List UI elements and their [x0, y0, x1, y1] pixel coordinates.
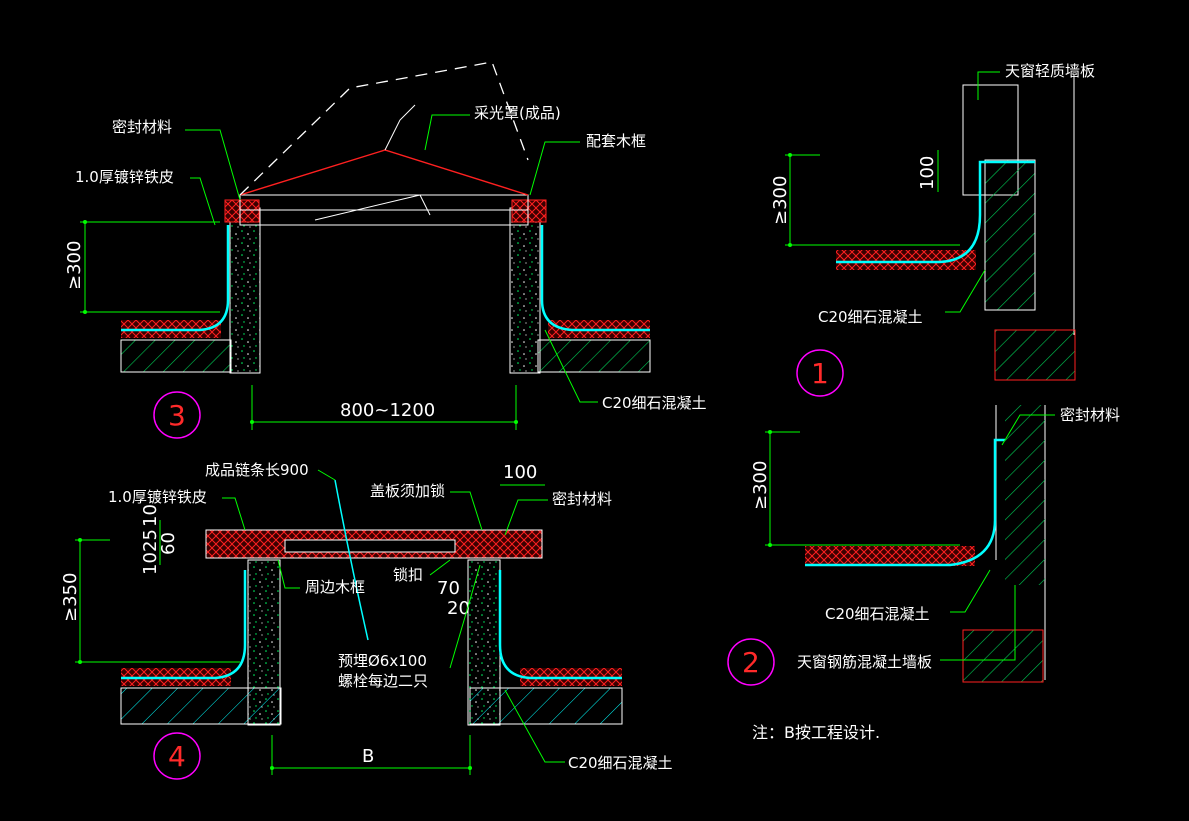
d4-dim-25: 25 [140, 529, 161, 552]
d4-label-dim20: 20 [447, 598, 470, 619]
d3-frame-left [224, 199, 260, 223]
d2-detail-number: 2 [742, 646, 760, 679]
d3-membrane-right [540, 225, 650, 332]
d3-label-frame: 配套木框 [586, 132, 646, 150]
d4-label-bolt-1: 预埋Ø6x100 [338, 652, 427, 670]
detail-1: ≥300 100 天窗轻质墙板 C20细石混凝土 1 [770, 62, 1095, 397]
d3-dashed-lid [239, 61, 529, 196]
d1-dim100-text: 100 [917, 156, 938, 190]
d4-upstand-right [467, 559, 501, 726]
d3-leader-flashing [190, 177, 216, 226]
d3-frame-right [511, 199, 547, 223]
d2-label-concrete: C20细石混凝土 [825, 605, 930, 623]
d4-detail-number: 4 [168, 740, 186, 773]
d2-detail-circle [727, 638, 775, 686]
d4-dim-10b: 10 [140, 552, 161, 575]
d4-leader-concrete [504, 689, 565, 763]
d4-label-flashing: 1.0厚镀锌铁皮 [108, 488, 207, 506]
d4-membrane-left [121, 570, 247, 680]
d3-leader-sealant [185, 129, 241, 201]
d4-label-dim100: 100 [503, 462, 537, 483]
d3-detail-circle [153, 391, 201, 439]
detail-2: ≥300 密封材料 C20细石混凝土 天窗钢筋混凝土墙板 2 [727, 405, 1120, 686]
d3-dome-red [239, 149, 529, 196]
d1-height-text: ≥300 [770, 176, 791, 225]
d2-membrane [805, 438, 1005, 567]
d4-detail-circle [153, 732, 201, 780]
d3-label-flashing: 1.0厚镀锌铁皮 [75, 168, 174, 186]
d3-opener-handle [384, 104, 416, 151]
d3-height-text: ≥300 [64, 241, 85, 290]
d4-label-lidlock: 盖板须加锁 [370, 482, 445, 500]
d1-base [994, 329, 1076, 381]
d3-label-concrete: C20细石混凝土 [602, 394, 707, 412]
d4-label-sealant: 密封材料 [552, 490, 612, 508]
d2-label-sealant: 密封材料 [1060, 406, 1120, 424]
d3-leader-concrete [544, 329, 598, 403]
d4-label-chain: 成品链条长900 [205, 461, 309, 479]
d4-height-text: ≥350 [60, 573, 81, 622]
d4-leader-flashing [222, 497, 246, 531]
d2-leader-wall [940, 585, 1016, 661]
d2-wall-body [1005, 405, 1045, 585]
d4-dim-10a: 10 [140, 504, 161, 527]
d4-leader-bolt [449, 564, 481, 669]
d4-label-bolt-2: 螺栓每边二只 [338, 672, 428, 690]
d2-leader-concrete [950, 569, 991, 613]
d3-label-sealant: 密封材料 [112, 118, 172, 136]
d4-dim-60: 60 [158, 532, 179, 555]
d3-label-dome: 采光罩(成品) [474, 104, 561, 122]
d4-upstand-left [247, 559, 281, 726]
d1-label-wall: 天窗轻质墙板 [1005, 62, 1095, 80]
d3-leader-dome [424, 114, 470, 151]
d3-membrane-left [121, 225, 230, 332]
d3-upstand-right [509, 207, 541, 374]
d2-label-wall: 天窗钢筋混凝土墙板 [797, 653, 932, 671]
d4-leader-sealant [504, 499, 548, 536]
d1-leader-concrete [945, 269, 986, 313]
d2-base [962, 629, 1044, 683]
d4-label-perimeter: 周边木框 [305, 578, 365, 596]
d4-span-text: B [362, 746, 374, 767]
d1-detail-number: 1 [811, 357, 829, 390]
d4-label-dim70: 70 [437, 578, 460, 599]
d4-leader-perimeter [277, 559, 300, 589]
d3-upstand-left [229, 207, 261, 374]
d4-leader-latch [429, 559, 451, 576]
detail-4: ≥350 B 10 25 60 10 成品链条长900 1.0厚镀锌铁皮 盖板须… [60, 461, 673, 780]
d4-label-latch: 锁扣 [393, 566, 423, 584]
d2-height-text: ≥300 [750, 461, 771, 510]
design-note: 注：B按工程设计. [752, 723, 880, 742]
d1-insulation [836, 250, 976, 270]
d1-detail-circle [796, 349, 844, 397]
detail-3: ≥300 800~1200 密封材料 1.0厚镀锌铁皮 采光罩(成品) 配套木框… [64, 61, 707, 439]
d4-leader-chain [317, 469, 336, 481]
d3-detail-number: 3 [168, 399, 186, 432]
d1-leader-wall [977, 71, 1000, 100]
d4-lid-inner [284, 539, 456, 553]
d4-leader-lidlock [450, 491, 483, 531]
d2-insulation [805, 546, 975, 566]
d3-span-text: 800~1200 [340, 400, 435, 421]
d4-chain [334, 479, 369, 641]
d4-label-concrete: C20细石混凝土 [568, 754, 673, 772]
d1-label-concrete: C20细石混凝土 [818, 308, 923, 326]
d1-kerb [984, 159, 1036, 311]
d3-slab-right [537, 339, 651, 373]
d1-membrane [836, 160, 1035, 264]
d3-opener-arm [314, 194, 431, 221]
d4-membrane-right [498, 570, 622, 680]
d2-leader-sealant [1001, 414, 1055, 446]
d3-slab-left [120, 339, 232, 373]
d3-leader-frame [529, 141, 580, 196]
